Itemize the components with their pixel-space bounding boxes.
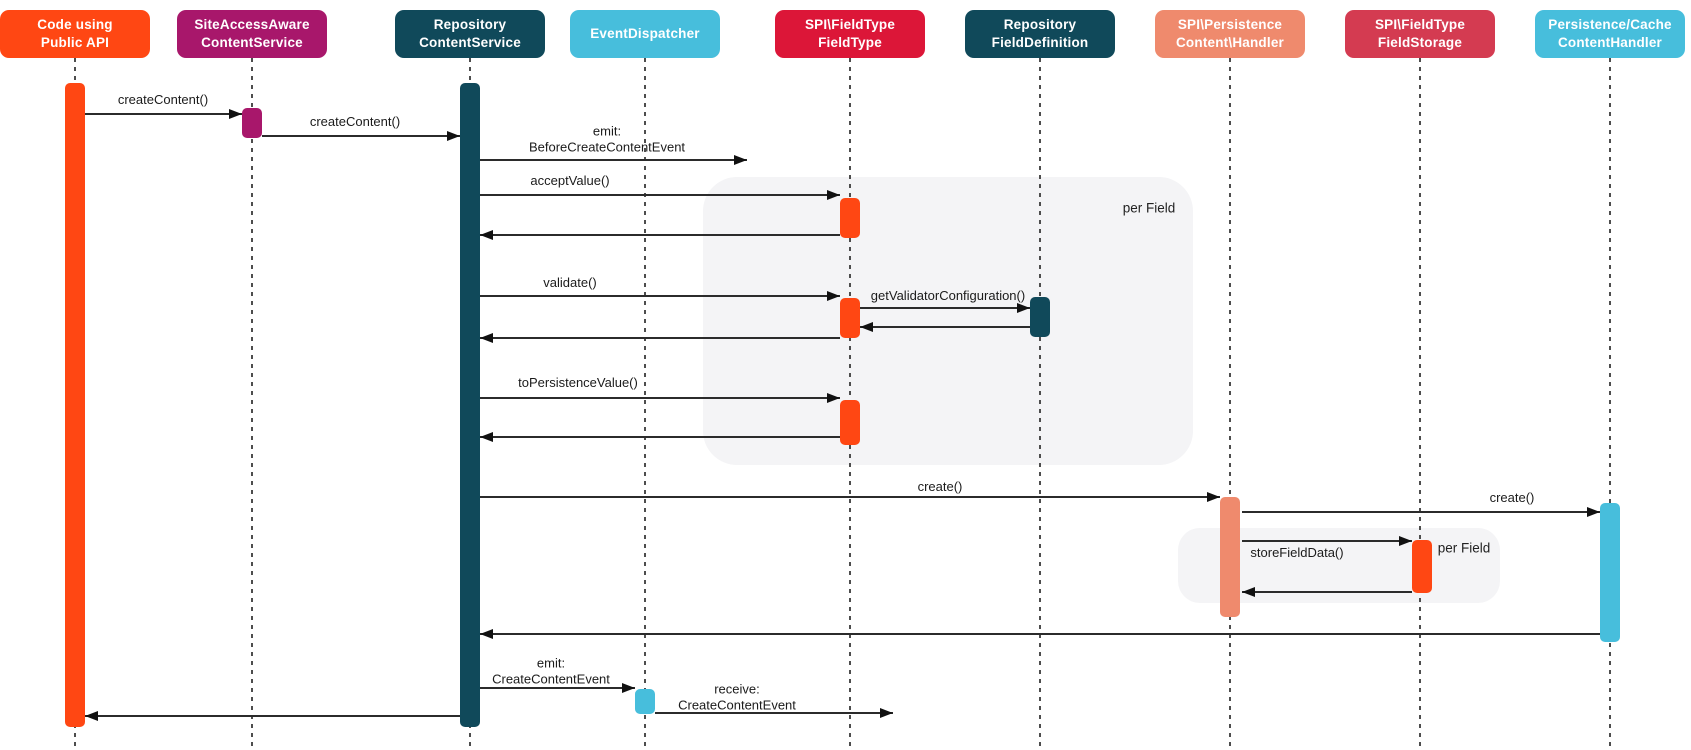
actor-repository-content-service: Repository ContentService bbox=[395, 10, 545, 58]
message-line bbox=[480, 337, 840, 339]
message-line bbox=[480, 436, 840, 438]
activation-event-dispatcher bbox=[635, 689, 655, 714]
message-label: storeFieldData() bbox=[1250, 545, 1344, 561]
actor-event-dispatcher: EventDispatcher bbox=[570, 10, 720, 58]
arrowhead-left-icon bbox=[480, 333, 493, 343]
arrowhead-right-icon bbox=[734, 155, 747, 165]
arrowhead-right-icon bbox=[1587, 507, 1600, 517]
activation-repository-content-service bbox=[460, 83, 480, 727]
message-line bbox=[262, 135, 460, 137]
actor-public-api-code: Code using Public API bbox=[0, 10, 150, 58]
message-label: getValidatorConfiguration() bbox=[870, 288, 1026, 304]
arrowhead-right-icon bbox=[447, 131, 460, 141]
lifeline-repository-field-definition bbox=[1039, 58, 1041, 748]
arrowhead-left-icon bbox=[480, 230, 493, 240]
message-line bbox=[480, 295, 840, 297]
actor-persistence-cache-content-handler: Persistence/Cache ContentHandler bbox=[1535, 10, 1685, 58]
message-line bbox=[480, 194, 840, 196]
message-label: create() bbox=[917, 479, 963, 495]
message-line bbox=[480, 687, 635, 689]
arrowhead-right-icon bbox=[827, 291, 840, 301]
message-label: createContent() bbox=[309, 114, 401, 130]
activation-fieldtype-topersistencevalue bbox=[840, 400, 860, 445]
message-line bbox=[655, 712, 893, 714]
lifeline-spi-persistence-content-handler bbox=[1229, 58, 1231, 748]
fragment-per-field-1 bbox=[703, 177, 1193, 465]
arrowhead-right-icon bbox=[1017, 303, 1030, 313]
message-label: acceptValue() bbox=[530, 173, 610, 189]
arrowhead-right-icon bbox=[229, 109, 242, 119]
message-line bbox=[480, 159, 747, 161]
lifeline-event-dispatcher bbox=[644, 58, 646, 748]
lifeline-spi-fieldtype-fieldstorage bbox=[1419, 58, 1421, 748]
message-line bbox=[85, 715, 460, 717]
lifeline-persistence-cache-content-handler bbox=[1609, 58, 1611, 748]
message-label: emit: BeforeCreateContentEvent bbox=[528, 123, 686, 154]
message-line bbox=[85, 113, 242, 115]
arrowhead-right-icon bbox=[622, 683, 635, 693]
message-line bbox=[480, 234, 840, 236]
message-line bbox=[1242, 591, 1412, 593]
arrowhead-left-icon bbox=[480, 629, 493, 639]
activation-persistence-cache-handler bbox=[1600, 503, 1620, 642]
message-line bbox=[860, 326, 1030, 328]
actor-spi-fieldtype-fieldstorage: SPI\FieldType FieldStorage bbox=[1345, 10, 1495, 58]
actor-repository-field-definition: Repository FieldDefinition bbox=[965, 10, 1115, 58]
arrowhead-left-icon bbox=[85, 711, 98, 721]
activation-field-definition bbox=[1030, 297, 1050, 337]
activation-fieldtype-validate bbox=[840, 298, 860, 338]
message-label: receive: CreateContentEvent bbox=[678, 681, 796, 712]
message-label: validate() bbox=[543, 275, 597, 291]
arrowhead-left-icon bbox=[480, 432, 493, 442]
message-line bbox=[480, 633, 1600, 635]
activation-public-api-code bbox=[65, 83, 85, 727]
message-line bbox=[480, 496, 1220, 498]
message-line bbox=[1242, 511, 1600, 513]
message-line bbox=[860, 307, 1030, 309]
arrowhead-right-icon bbox=[1399, 536, 1412, 546]
activation-siteaccess-aware bbox=[242, 108, 262, 138]
arrowhead-right-icon bbox=[880, 708, 893, 718]
actor-spi-persistence-content-handler: SPI\Persistence Content\Handler bbox=[1155, 10, 1305, 58]
message-label: createContent() bbox=[117, 92, 209, 108]
arrowhead-left-icon bbox=[1242, 587, 1255, 597]
message-line bbox=[480, 397, 840, 399]
fragment-label: per Field bbox=[1122, 200, 1176, 216]
message-label: toPersistenceValue() bbox=[518, 375, 638, 391]
lifeline-siteaccess-aware-content-service bbox=[251, 58, 253, 748]
arrowhead-left-icon bbox=[860, 322, 873, 332]
activation-field-storage bbox=[1412, 540, 1432, 593]
activation-content-handler bbox=[1220, 497, 1240, 617]
arrowhead-right-icon bbox=[1207, 492, 1220, 502]
actor-spi-fieldtype-fieldtype: SPI\FieldType FieldType bbox=[775, 10, 925, 58]
arrowhead-right-icon bbox=[827, 190, 840, 200]
message-label: create() bbox=[1489, 490, 1535, 506]
message-label: emit: CreateContentEvent bbox=[492, 655, 610, 686]
activation-fieldtype-acceptvalue bbox=[840, 198, 860, 238]
actor-siteaccess-aware-content-service: SiteAccessAware ContentService bbox=[177, 10, 327, 58]
arrowhead-right-icon bbox=[827, 393, 840, 403]
message-line bbox=[1242, 540, 1412, 542]
fragment-label: per Field bbox=[1437, 540, 1491, 556]
